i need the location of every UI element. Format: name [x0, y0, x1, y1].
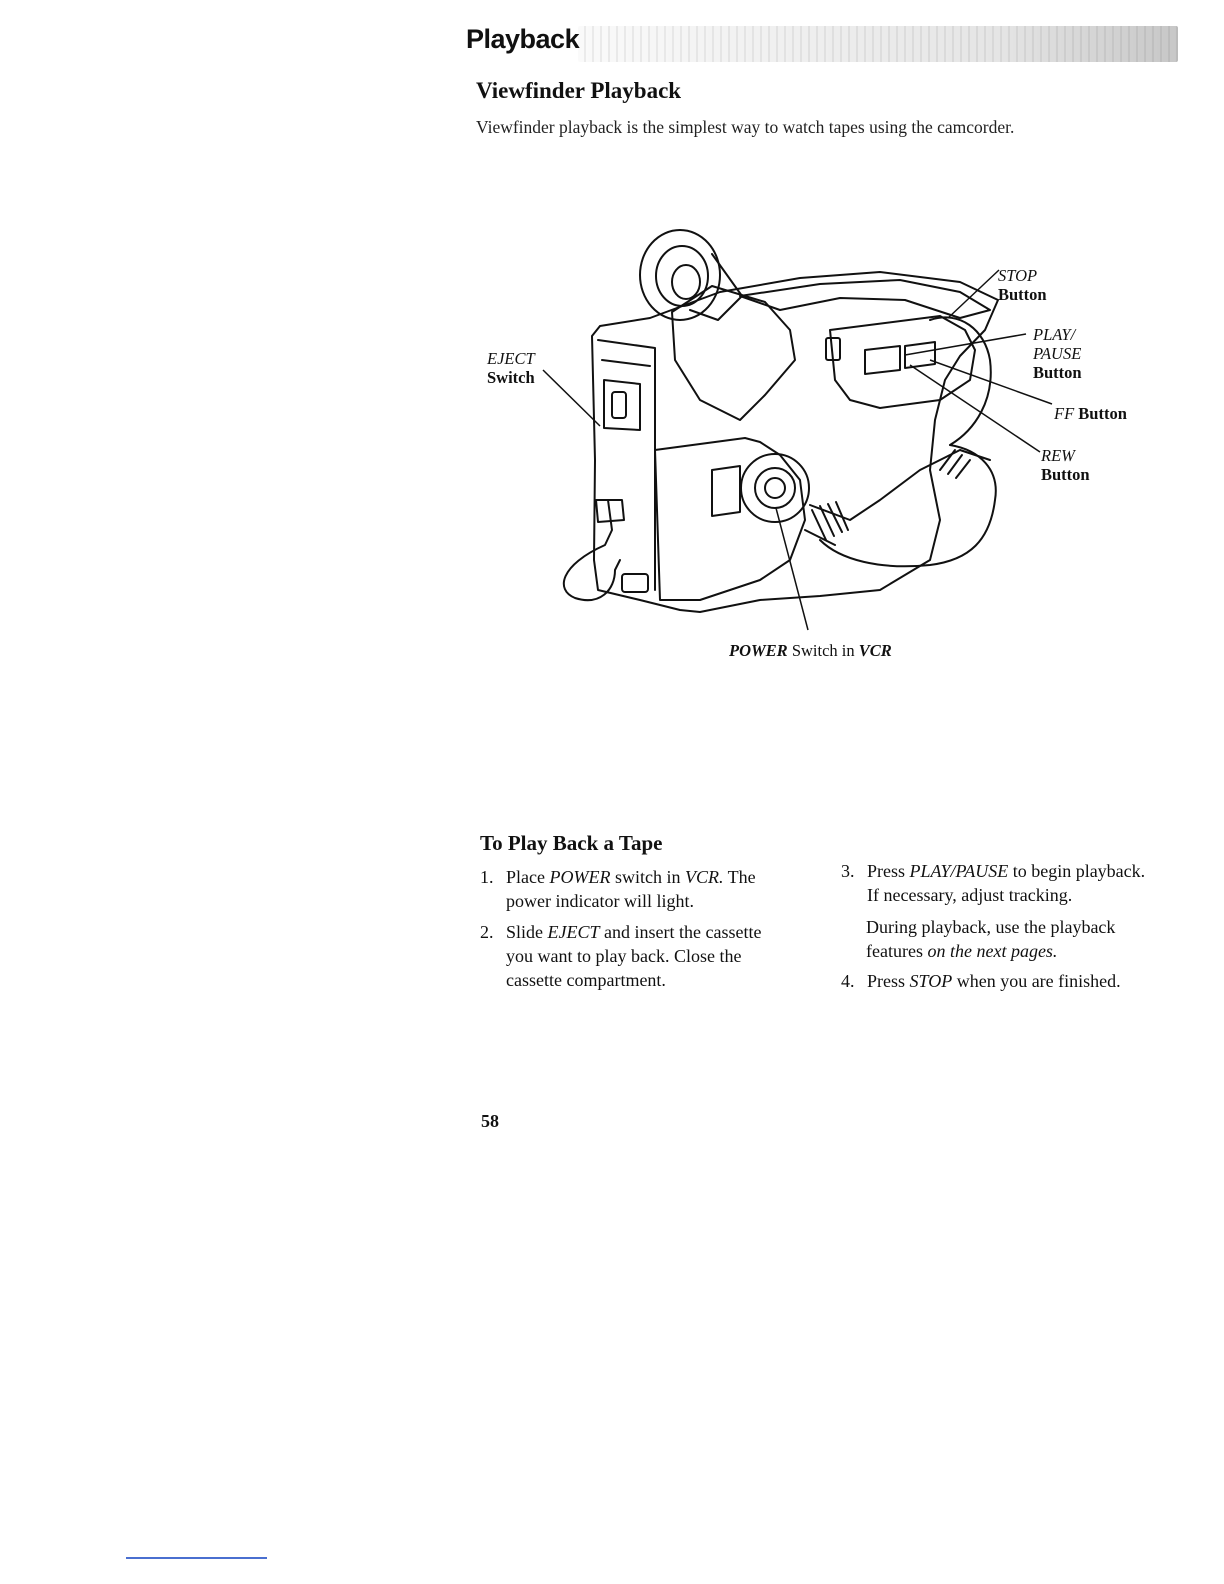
play-pause-button-callout: PLAY/ PAUSE Button: [1033, 325, 1082, 382]
step-number: 4.: [841, 971, 855, 991]
note-italic: on the next pages.: [927, 941, 1058, 961]
step-term: EJECT: [547, 922, 600, 942]
step-text: to begin playback.: [1012, 861, 1146, 881]
step-term: VCR.: [684, 867, 724, 887]
note-text: During playback, use the playback: [866, 917, 1116, 937]
step-term: STOP: [909, 971, 953, 991]
caption-vcr: VCR: [858, 641, 892, 660]
pause-label: PAUSE: [1033, 344, 1082, 363]
note-text: features: [866, 941, 923, 961]
step-text: cassette compartment.: [506, 970, 666, 990]
step-number: 1.: [480, 867, 494, 887]
play-back-title: To Play Back a Tape: [480, 831, 663, 855]
stop-button-callout: STOP Button: [998, 266, 1047, 304]
header-band: [578, 26, 1178, 62]
rew-button-word: Button: [1041, 465, 1090, 484]
step-term: PLAY/PAUSE: [909, 861, 1009, 881]
page-number: 58: [481, 1111, 499, 1131]
playback-note: During playback, use the playback featur…: [866, 915, 1186, 963]
step-text: switch in: [614, 867, 681, 887]
rew-button-callout: REW Button: [1041, 446, 1090, 484]
step-number: 2.: [480, 922, 494, 942]
eject-switch-word: Switch: [487, 368, 535, 387]
step-term: POWER: [549, 867, 611, 887]
footer-rule: [126, 1557, 267, 1559]
step-text: Slide: [506, 922, 544, 942]
step-text: when you are finished.: [956, 971, 1121, 991]
step-text: power indicator will light.: [506, 891, 694, 911]
step-text: Place: [506, 867, 545, 887]
eject-switch-callout: EJECT Switch: [487, 349, 535, 387]
step-text: The: [727, 867, 756, 887]
step-text: you want to play back. Close the: [506, 946, 742, 966]
play-label: PLAY/: [1033, 325, 1076, 344]
intro-text: Viewfinder playback is the simplest way …: [476, 117, 1015, 137]
step-text: and insert the cassette: [604, 922, 762, 942]
caption-power: POWER: [729, 641, 788, 660]
step-text: If necessary, adjust tracking.: [867, 885, 1073, 905]
stop-label: STOP: [998, 266, 1038, 285]
section-title: Viewfinder Playback: [476, 78, 682, 103]
rew-label: REW: [1041, 446, 1075, 465]
ff-label: FF: [1054, 404, 1075, 423]
ff-button-callout: FF Button: [1054, 404, 1127, 423]
eject-label: EJECT: [487, 349, 535, 368]
play-pause-button-word: Button: [1033, 363, 1082, 382]
ff-button-word: Button: [1078, 404, 1127, 423]
stop-button-word: Button: [998, 285, 1047, 304]
page-header-title: Playback: [466, 24, 580, 54]
figure-caption: POWER Switch in VCR: [729, 641, 892, 661]
step-text: Press: [867, 861, 906, 881]
step-text: Press: [867, 971, 906, 991]
step-number: 3.: [841, 861, 855, 881]
caption-middle: Switch in: [791, 641, 855, 660]
